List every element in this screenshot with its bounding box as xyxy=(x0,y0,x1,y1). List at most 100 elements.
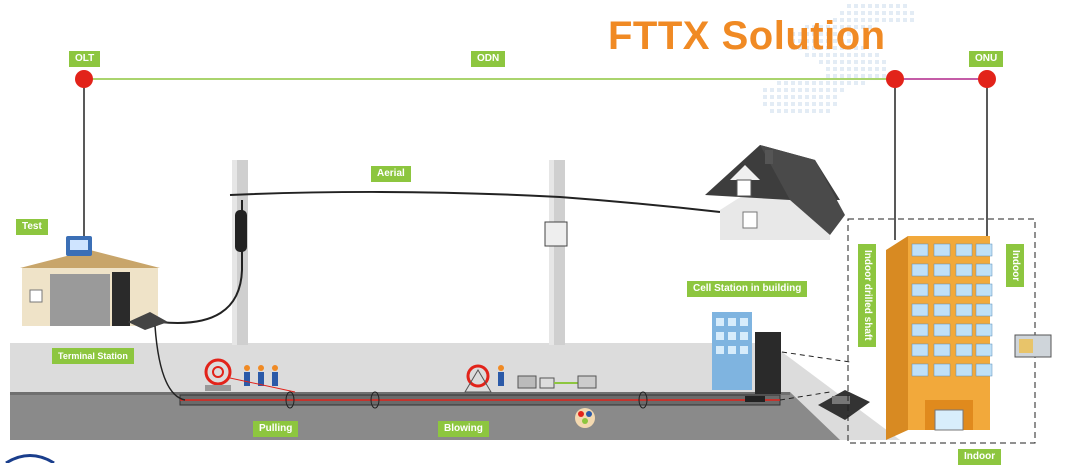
map-dot xyxy=(819,25,823,29)
onu-node-right xyxy=(978,70,996,88)
map-dot xyxy=(903,4,907,8)
map-dot xyxy=(840,46,844,50)
map-dot xyxy=(861,67,865,71)
building-window xyxy=(975,283,993,297)
map-dot xyxy=(868,53,872,57)
aerial-label: Aerial xyxy=(371,166,411,182)
map-dot xyxy=(833,67,837,71)
map-dot xyxy=(826,67,830,71)
map-dot xyxy=(812,39,816,43)
map-dot xyxy=(833,60,837,64)
map-dot xyxy=(847,60,851,64)
map-dot xyxy=(903,11,907,15)
map-dot xyxy=(784,81,788,85)
map-dot xyxy=(889,4,893,8)
building-window xyxy=(975,363,993,377)
map-dot xyxy=(833,88,837,92)
building-window xyxy=(955,343,973,357)
building-window xyxy=(975,343,993,357)
map-dot xyxy=(840,25,844,29)
map-dot xyxy=(833,81,837,85)
map-dot xyxy=(882,67,886,71)
map-dot xyxy=(875,60,879,64)
map-dot xyxy=(840,11,844,15)
building-window xyxy=(955,283,973,297)
building-window xyxy=(933,283,951,297)
building-window xyxy=(955,243,973,257)
indoor-wall-box xyxy=(1014,334,1052,358)
map-dot xyxy=(854,46,858,50)
map-dot xyxy=(812,46,816,50)
map-dot xyxy=(854,18,858,22)
utility-pole-left xyxy=(232,160,248,345)
map-dot xyxy=(791,88,795,92)
building-window xyxy=(911,243,929,257)
map-dot xyxy=(812,32,816,36)
map-dot xyxy=(791,109,795,113)
map-dot xyxy=(861,18,865,22)
page-title: FTTX Solution xyxy=(608,14,886,58)
map-dot xyxy=(840,88,844,92)
map-dot xyxy=(868,60,872,64)
map-dot xyxy=(791,32,795,36)
map-dot xyxy=(784,95,788,99)
indoor-drilled-shaft-label: Indoor drilled shaft xyxy=(858,244,876,347)
map-dot xyxy=(840,81,844,85)
map-dot xyxy=(812,88,816,92)
map-dot xyxy=(854,67,858,71)
cell-station-label: Cell Station in building xyxy=(687,281,808,297)
building-window xyxy=(911,283,929,297)
map-dot xyxy=(868,25,872,29)
splice-closure xyxy=(235,210,247,252)
building-window xyxy=(911,263,929,277)
map-dot xyxy=(875,18,879,22)
map-dot xyxy=(798,81,802,85)
map-dot xyxy=(791,81,795,85)
map-dot xyxy=(798,32,802,36)
map-dot xyxy=(833,46,837,50)
building-window xyxy=(955,263,973,277)
map-dot xyxy=(791,102,795,106)
cell-to-splicer-dashed xyxy=(781,351,851,363)
cell-station-building xyxy=(712,312,781,394)
building-window xyxy=(911,343,929,357)
building-window xyxy=(933,243,951,257)
map-dot xyxy=(861,46,865,50)
onu-node-left xyxy=(886,70,904,88)
map-dot xyxy=(770,102,774,106)
map-dot xyxy=(910,11,914,15)
map-dot xyxy=(805,32,809,36)
map-dot xyxy=(819,95,823,99)
map-dot xyxy=(875,74,879,78)
map-dot xyxy=(847,18,851,22)
building-window xyxy=(933,363,951,377)
map-dot xyxy=(840,53,844,57)
map-dot xyxy=(847,46,851,50)
map-dot xyxy=(889,18,893,22)
map-dot xyxy=(805,25,809,29)
building-window xyxy=(955,323,973,337)
map-dot xyxy=(861,60,865,64)
map-dot xyxy=(854,4,858,8)
world-map-dots xyxy=(763,4,914,113)
terminal-box xyxy=(544,221,568,247)
map-dot xyxy=(833,32,837,36)
map-dot xyxy=(784,88,788,92)
map-dot xyxy=(826,109,830,113)
building-window xyxy=(955,303,973,317)
terminal-station-label: Terminal Station xyxy=(52,348,134,364)
map-dot xyxy=(791,95,795,99)
map-dot xyxy=(861,74,865,78)
map-dot xyxy=(805,81,809,85)
map-dot xyxy=(854,74,858,78)
map-dot xyxy=(875,67,879,71)
map-dot xyxy=(861,81,865,85)
map-dot xyxy=(854,53,858,57)
map-dot xyxy=(868,74,872,78)
map-dot xyxy=(812,95,816,99)
map-dot xyxy=(770,109,774,113)
building-window xyxy=(975,303,993,317)
map-dot xyxy=(847,81,851,85)
map-dot xyxy=(847,67,851,71)
map-dot xyxy=(889,11,893,15)
